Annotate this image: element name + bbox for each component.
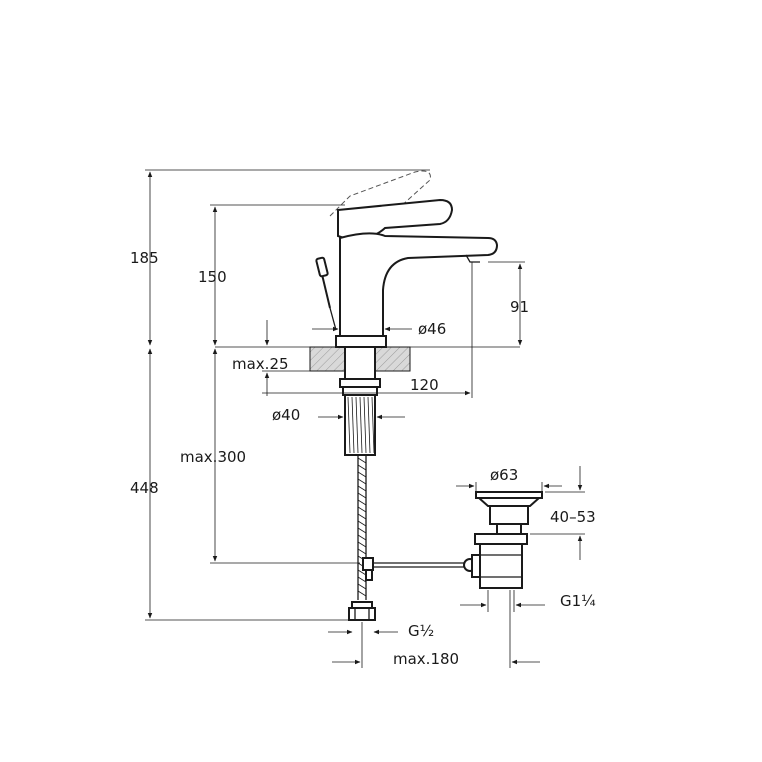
label-91: 91 bbox=[510, 298, 529, 316]
dimension-labels: 185 150 91 ø46 max.25 120 ø40 max.300 44… bbox=[130, 249, 596, 668]
waste-drain bbox=[471, 491, 543, 589]
label-40-53: 40–53 bbox=[550, 508, 596, 526]
label-185: 185 bbox=[130, 249, 159, 267]
label-g1-quarter: G1¼ bbox=[560, 592, 596, 610]
label-max-180: max.180 bbox=[393, 650, 459, 668]
label-448: 448 bbox=[130, 479, 159, 497]
dimension-lines bbox=[145, 169, 585, 668]
faucet-body bbox=[315, 170, 499, 348]
label-diameter-63: ø63 bbox=[490, 466, 518, 484]
fixing-assembly bbox=[339, 346, 381, 621]
popup-linkage bbox=[373, 558, 477, 572]
label-120: 120 bbox=[410, 376, 439, 394]
label-diameter-46: ø46 bbox=[418, 320, 446, 338]
label-g-half: G½ bbox=[408, 622, 434, 640]
label-max-300: max.300 bbox=[180, 448, 246, 466]
label-max-25: max.25 bbox=[232, 355, 289, 373]
label-150: 150 bbox=[198, 268, 227, 286]
label-diameter-40: ø40 bbox=[272, 406, 300, 424]
